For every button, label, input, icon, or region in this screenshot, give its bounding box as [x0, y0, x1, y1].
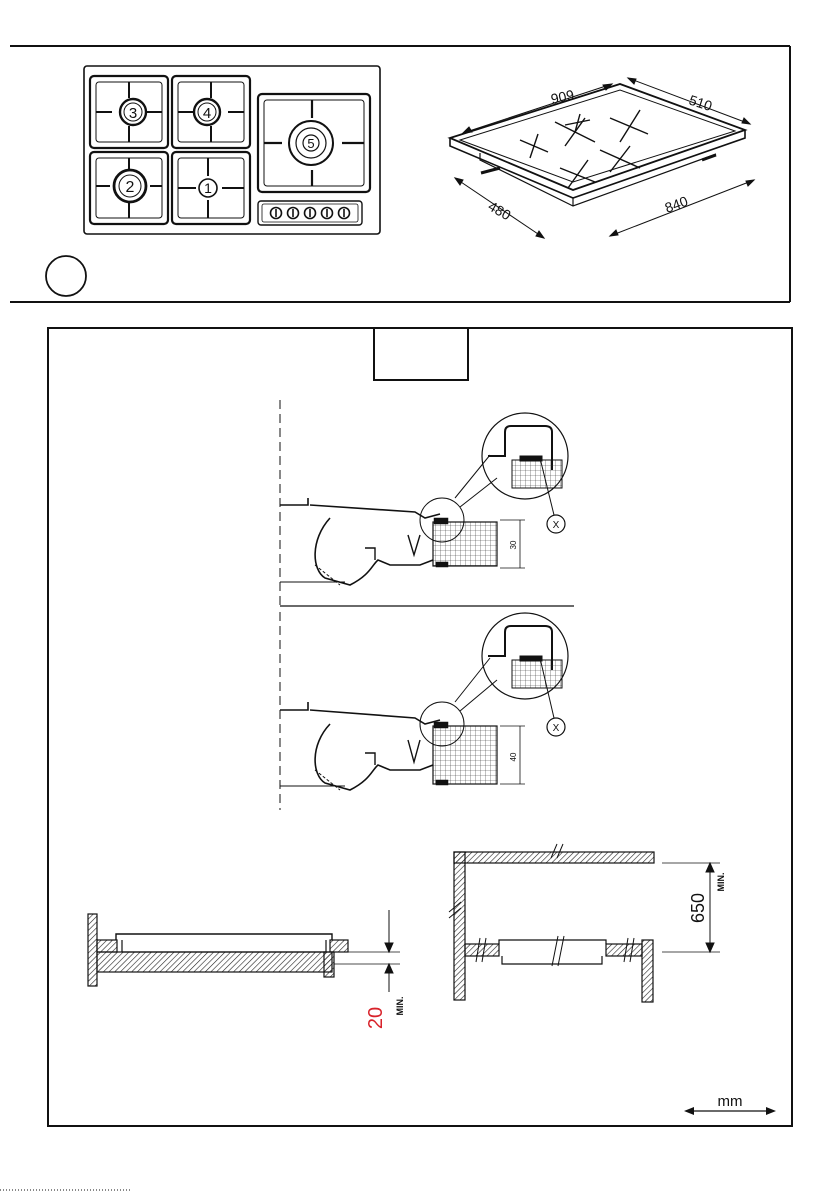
figure-tab — [374, 328, 468, 380]
burner-4: 4 — [194, 99, 220, 125]
burner-label: 4 — [203, 105, 211, 122]
burner-2: 2 — [114, 170, 146, 202]
burner-label: 1 — [204, 180, 212, 196]
above-clearance-drawing — [449, 844, 720, 1002]
detail-marker-x: X — [553, 723, 560, 734]
burner-label: 5 — [307, 136, 314, 151]
control-knobs — [271, 208, 350, 219]
burner-3: 3 — [120, 99, 146, 125]
figure-marker-circle — [46, 256, 86, 296]
under-clearance-drawing — [88, 910, 400, 992]
above-clearance-value: 650 — [688, 893, 708, 923]
dimension-909: 909 — [549, 86, 575, 107]
thickness-40: 40 — [509, 752, 518, 761]
section-detail-30 — [280, 400, 574, 606]
burner-label: 2 — [126, 179, 135, 196]
under-clearance-value: 20 — [365, 1007, 387, 1029]
detail-marker-x: X — [553, 520, 560, 531]
hob-top-view — [84, 66, 380, 234]
burner-5: 5 — [303, 135, 319, 151]
section-detail-40 — [280, 612, 568, 810]
units-label: mm — [718, 1093, 743, 1110]
thickness-30: 30 — [509, 540, 518, 549]
burner-1: 1 — [199, 179, 217, 197]
under-clearance-suffix: MIN. — [395, 997, 405, 1016]
dimension-840: 840 — [663, 193, 691, 216]
above-clearance-suffix: MIN. — [716, 873, 726, 892]
units-indicator: mm — [684, 1093, 776, 1115]
burner-label: 3 — [129, 105, 137, 122]
